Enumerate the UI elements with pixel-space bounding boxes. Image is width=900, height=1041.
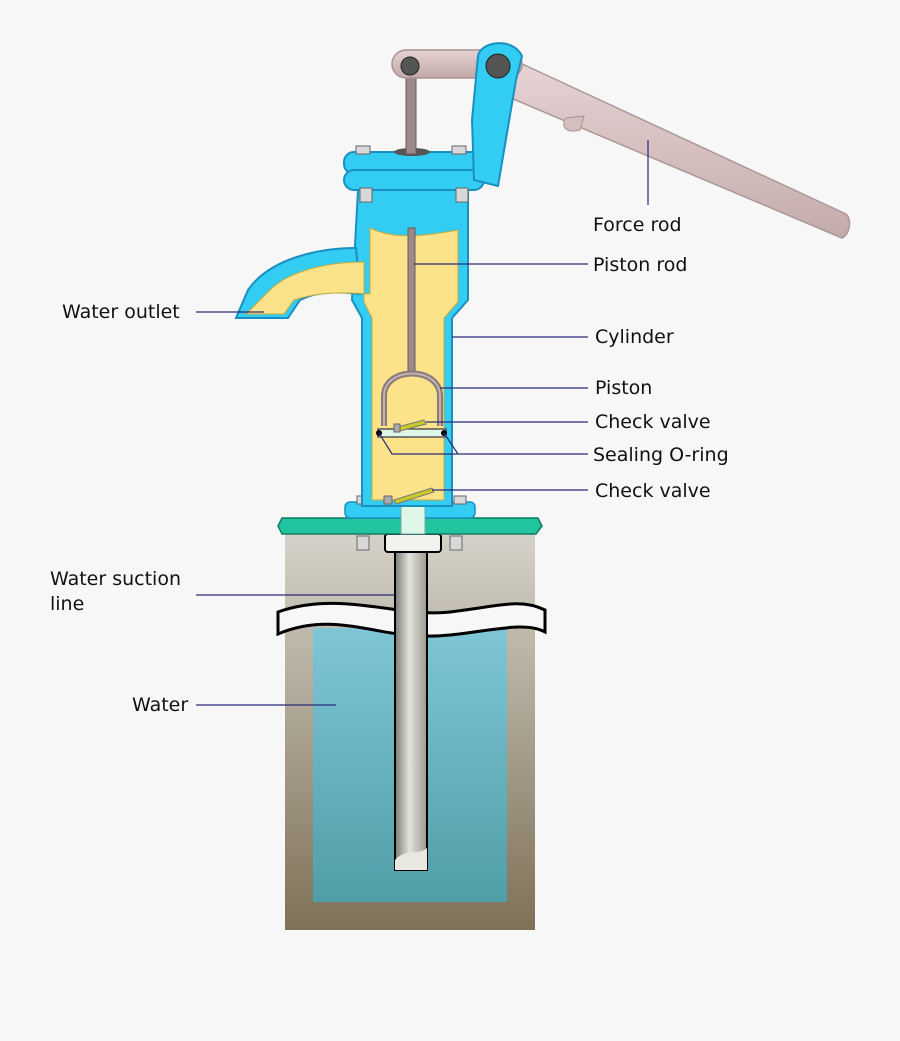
piston-rod-upper [405, 77, 417, 155]
label-check-valve-lower: Check valve [595, 480, 711, 502]
label-cylinder: Cylinder [595, 326, 674, 348]
label-force-rod: Force rod [593, 214, 682, 236]
leader-lines [196, 140, 649, 706]
labels: Force rod Piston rod Cylinder Piston Che… [50, 214, 729, 716]
pivot-pin-right [485, 53, 511, 79]
label-piston-rod: Piston rod [593, 254, 687, 276]
suction-pipe [384, 533, 442, 871]
label-water-outlet: Water outlet [62, 301, 180, 323]
label-piston: Piston [595, 377, 652, 399]
piston-plate [377, 428, 447, 438]
label-water-suction-line-2: line [50, 593, 84, 615]
label-water: Water [132, 694, 188, 716]
leader-sealing-oring [378, 432, 588, 455]
label-sealing-oring: Sealing O-ring [593, 444, 729, 466]
pump-body [234, 145, 485, 507]
piston-assembly [376, 77, 447, 505]
pump-lever-arm [470, 42, 524, 188]
force-rod [505, 60, 851, 239]
check-valve-lower-flap [393, 487, 435, 505]
handle [391, 42, 851, 239]
label-water-suction-line-1: Water suction [50, 568, 181, 590]
piston-rod [407, 227, 416, 377]
label-check-valve-upper: Check valve [595, 411, 711, 433]
pivot-pin-left [400, 56, 420, 76]
